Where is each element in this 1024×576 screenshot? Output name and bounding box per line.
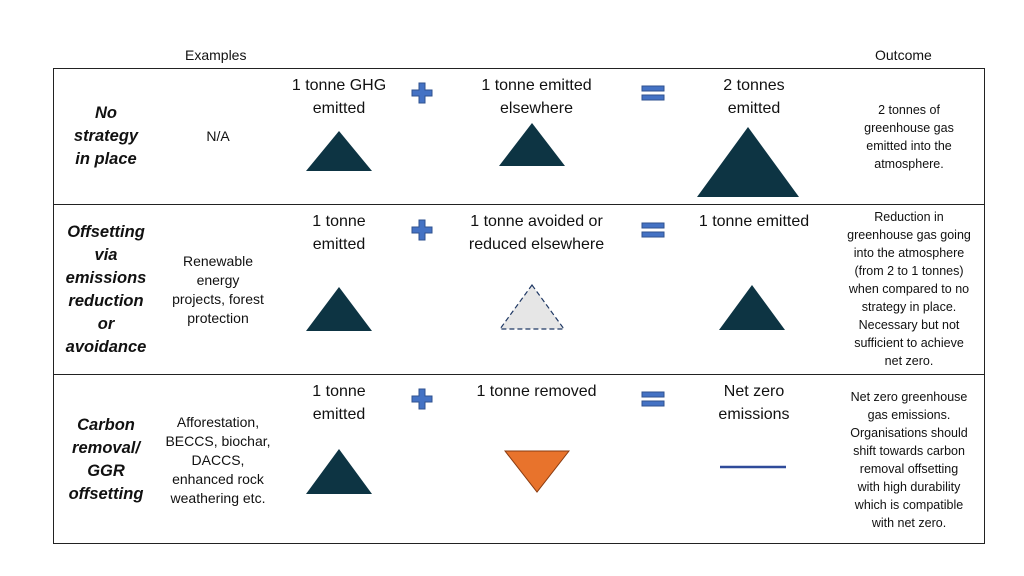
net-zero-line: [720, 465, 786, 469]
emitted-triangle: [306, 287, 372, 331]
comparison-table: No strategy in place N/A 1 tonne GHG emi…: [53, 68, 985, 544]
equals-icon: [641, 222, 665, 238]
emitted-elsewhere-triangle: [499, 123, 565, 166]
examples-cell: Afforestation, BECCS, biochar, DACCS, en…: [158, 375, 278, 545]
term2-label: 1 tonne emitted elsewhere: [481, 77, 592, 117]
row-offsetting-reduction: Offsetting via emissions reduction or av…: [54, 205, 984, 374]
outcome-text: Net zero greenhouse gas emissions. Organ…: [850, 390, 968, 530]
strategy-text: Offsetting via emissions reduction or av…: [65, 222, 147, 356]
examples-text: Afforestation, BECCS, biochar, DACCS, en…: [165, 413, 271, 506]
outcome-header: Outcome: [875, 47, 932, 63]
row-divider: [54, 204, 984, 205]
examples-cell: N/A: [158, 69, 278, 204]
strategy-label: Offsetting via emissions reduction or av…: [56, 205, 156, 374]
examples-text: Renewable energy projects, forest protec…: [172, 252, 264, 326]
strategy-label: Carbon removal/ GGR offsetting: [56, 375, 156, 545]
emitted-triangle: [306, 131, 372, 171]
equals-icon: [641, 85, 665, 101]
row-no-strategy: No strategy in place N/A 1 tonne GHG emi…: [54, 69, 984, 204]
examples-header: Examples: [185, 47, 247, 63]
term1-label: 1 tonne emitted: [312, 213, 366, 253]
removed-triangle: [504, 450, 570, 493]
examples-cell: Renewable energy projects, forest protec…: [158, 205, 278, 374]
plus-icon: [411, 388, 433, 410]
strategy-text: No strategy in place: [73, 104, 139, 168]
term2-label: 1 tonne removed: [476, 383, 597, 400]
plus-icon: [411, 82, 433, 104]
result-label: 1 tonne emitted: [698, 213, 810, 230]
term1-label: 1 tonne GHG emitted: [291, 77, 387, 117]
row-carbon-removal: Carbon removal/ GGR offsetting Afforesta…: [54, 375, 984, 545]
plus-icon: [411, 219, 433, 241]
result-label: Net zero emissions: [718, 383, 790, 423]
avoided-triangle: [499, 284, 565, 330]
term1-label: 1 tonne emitted: [312, 383, 366, 423]
strategy-label: No strategy in place: [56, 69, 156, 204]
emitted-triangle: [306, 449, 372, 494]
outcome-text: 2 tonnes of greenhouse gas emitted into …: [864, 103, 954, 171]
term2-label: 1 tonne avoided or reduced elsewhere: [468, 213, 605, 253]
row-divider: [54, 374, 984, 375]
one-tonne-emitted-triangle: [719, 285, 785, 330]
equals-icon: [641, 391, 665, 407]
two-tonnes-triangle: [697, 127, 799, 197]
result-label: 2 tonnes emitted: [723, 77, 785, 117]
outcome-text: Reduction in greenhouse gas going into t…: [847, 210, 971, 368]
strategy-text: Carbon removal/ GGR offsetting: [68, 416, 144, 503]
examples-text: N/A: [206, 128, 230, 144]
